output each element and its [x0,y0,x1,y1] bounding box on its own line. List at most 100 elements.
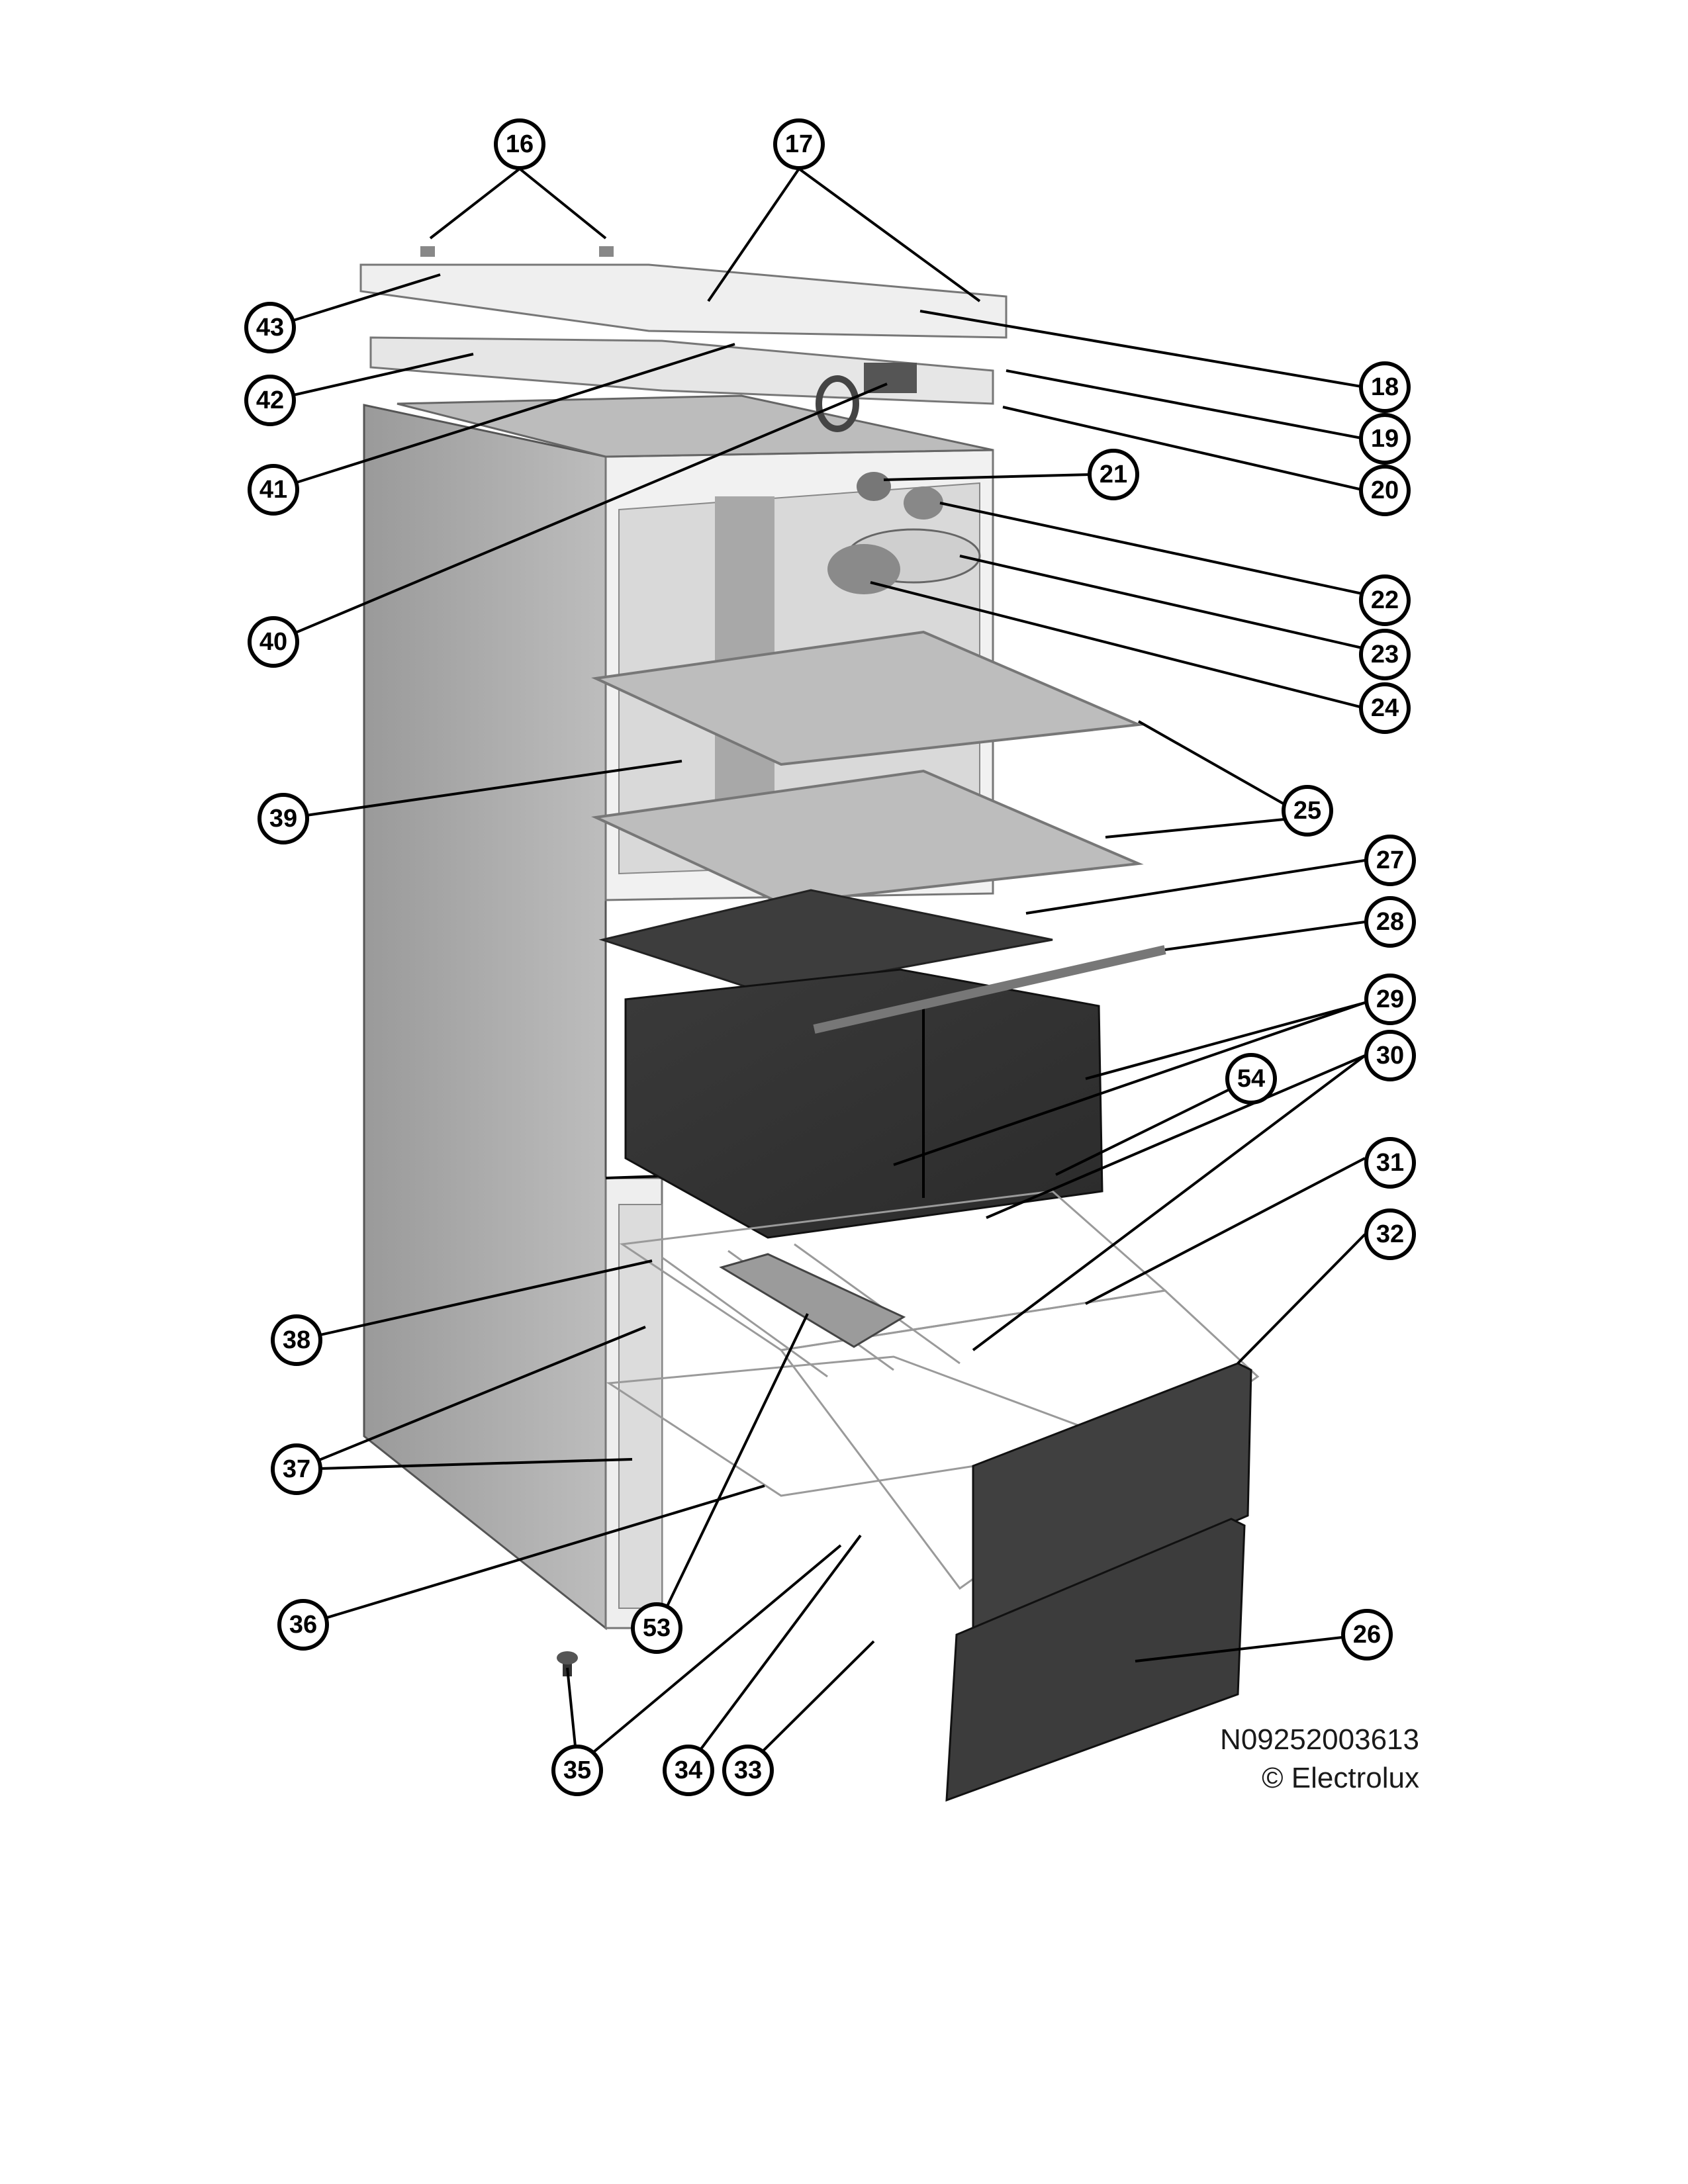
callout-31-label: 31 [1376,1149,1404,1177]
callout-54-label: 54 [1237,1065,1265,1093]
callout-19-label: 19 [1371,425,1399,453]
callout-35-label: 35 [563,1756,591,1784]
callout-28-label: 28 [1376,908,1404,936]
callout-30: 30 [1364,1030,1416,1081]
callout-20-label: 20 [1371,477,1399,504]
leader-27 [1025,859,1366,915]
control-unit [864,363,917,393]
callout-33: 33 [722,1745,774,1796]
drawing-code: N09252003613 [1220,1723,1419,1756]
leader-17a [707,167,800,302]
top-covers [359,246,1008,432]
leader-17b [798,167,981,302]
callout-54: 54 [1225,1053,1277,1105]
callout-40-label: 40 [259,628,287,656]
copyright-notice: © Electrolux [1262,1762,1419,1794]
callout-29-label: 29 [1376,985,1404,1013]
leader-53 [655,1313,809,1629]
callout-20: 20 [1359,465,1411,516]
callout-24: 24 [1359,682,1411,734]
drawer-front-lower [945,1518,1246,1802]
callouts: 16 17 18 19 20 21 22 23 24 25 26 27 28 2… [244,118,1416,1796]
leader-29b [893,1001,1366,1166]
callout-43-label: 43 [256,314,284,341]
callout-29: 29 [1364,974,1416,1025]
fan-knob [857,472,891,501]
leader-41 [273,343,735,491]
leader-36 [303,1484,765,1626]
leader-30b [972,1054,1366,1351]
callout-36-label: 36 [289,1611,317,1639]
callout-38-label: 38 [283,1326,310,1354]
callout-42: 42 [244,375,296,426]
freezer-compartment [598,889,1166,1239]
leader-42 [269,353,474,402]
callout-27-label: 27 [1376,846,1404,874]
leader-33 [747,1640,875,1767]
callout-18: 18 [1359,361,1411,413]
glass-shelf-lower [591,769,1144,905]
leader-26 [1135,1633,1366,1662]
callout-35: 35 [551,1745,603,1796]
callout-38: 38 [271,1314,322,1366]
callout-39: 39 [258,793,309,844]
callout-34: 34 [663,1745,714,1796]
leader-lines [269,167,1366,1767]
callout-32: 32 [1364,1208,1416,1260]
callout-24-label: 24 [1371,694,1399,722]
leader-35b [576,1544,842,1767]
callout-17-label: 17 [785,130,813,158]
cabinet-top-surface [397,394,994,458]
leader-21 [883,473,1091,481]
hinge-screw-right [599,246,614,257]
leader-54 [1055,1077,1252,1176]
leader-22 [939,502,1366,596]
callout-37-label: 37 [283,1455,310,1483]
callout-28: 28 [1364,896,1416,948]
leader-23 [959,555,1366,650]
glass-shelves [591,630,1144,905]
door-handle-bar [813,945,1166,1034]
glass-shelf-upper [591,630,1144,766]
leader-24 [870,581,1366,709]
leader-25b [1105,818,1285,839]
leader-37a [296,1326,646,1471]
callout-37: 37 [271,1443,322,1495]
leader-34 [687,1534,862,1767]
wire-basket-front [779,1289,1260,1590]
leader-19 [1006,369,1366,440]
adjustable-foot-base [557,1651,578,1664]
freezer-box [624,968,1103,1239]
leader-28 [1164,921,1366,951]
leader-30a [986,1054,1366,1219]
fan-parts [827,472,981,594]
basket-wire-1 [661,1256,828,1378]
top-cover-lower [369,336,994,405]
callout-19: 19 [1359,413,1411,465]
hinge-screw-left [420,246,435,257]
callout-36: 36 [277,1599,329,1651]
callout-26: 26 [1341,1609,1393,1661]
callout-25-label: 25 [1293,797,1321,825]
lamp-ring [816,375,859,432]
callout-25: 25 [1282,785,1333,837]
leader-43 [269,273,441,329]
callout-42-label: 42 [256,387,284,414]
drawer-front-upper [972,1362,1252,1637]
callout-22: 22 [1359,574,1411,626]
leader-31 [1085,1157,1366,1305]
fan-cover [827,544,900,594]
fan-motor [904,486,943,520]
leader-20 [1002,406,1366,492]
callout-34-label: 34 [675,1756,702,1784]
leader-16b [518,167,607,240]
freezer-lid [598,889,1053,994]
callout-33-label: 33 [734,1756,762,1784]
callout-27: 27 [1364,835,1416,886]
callout-21: 21 [1088,449,1139,500]
leader-37b [296,1458,633,1471]
callout-39-label: 39 [269,805,297,833]
top-cover-upper [359,263,1008,339]
callout-30-label: 30 [1376,1042,1404,1069]
